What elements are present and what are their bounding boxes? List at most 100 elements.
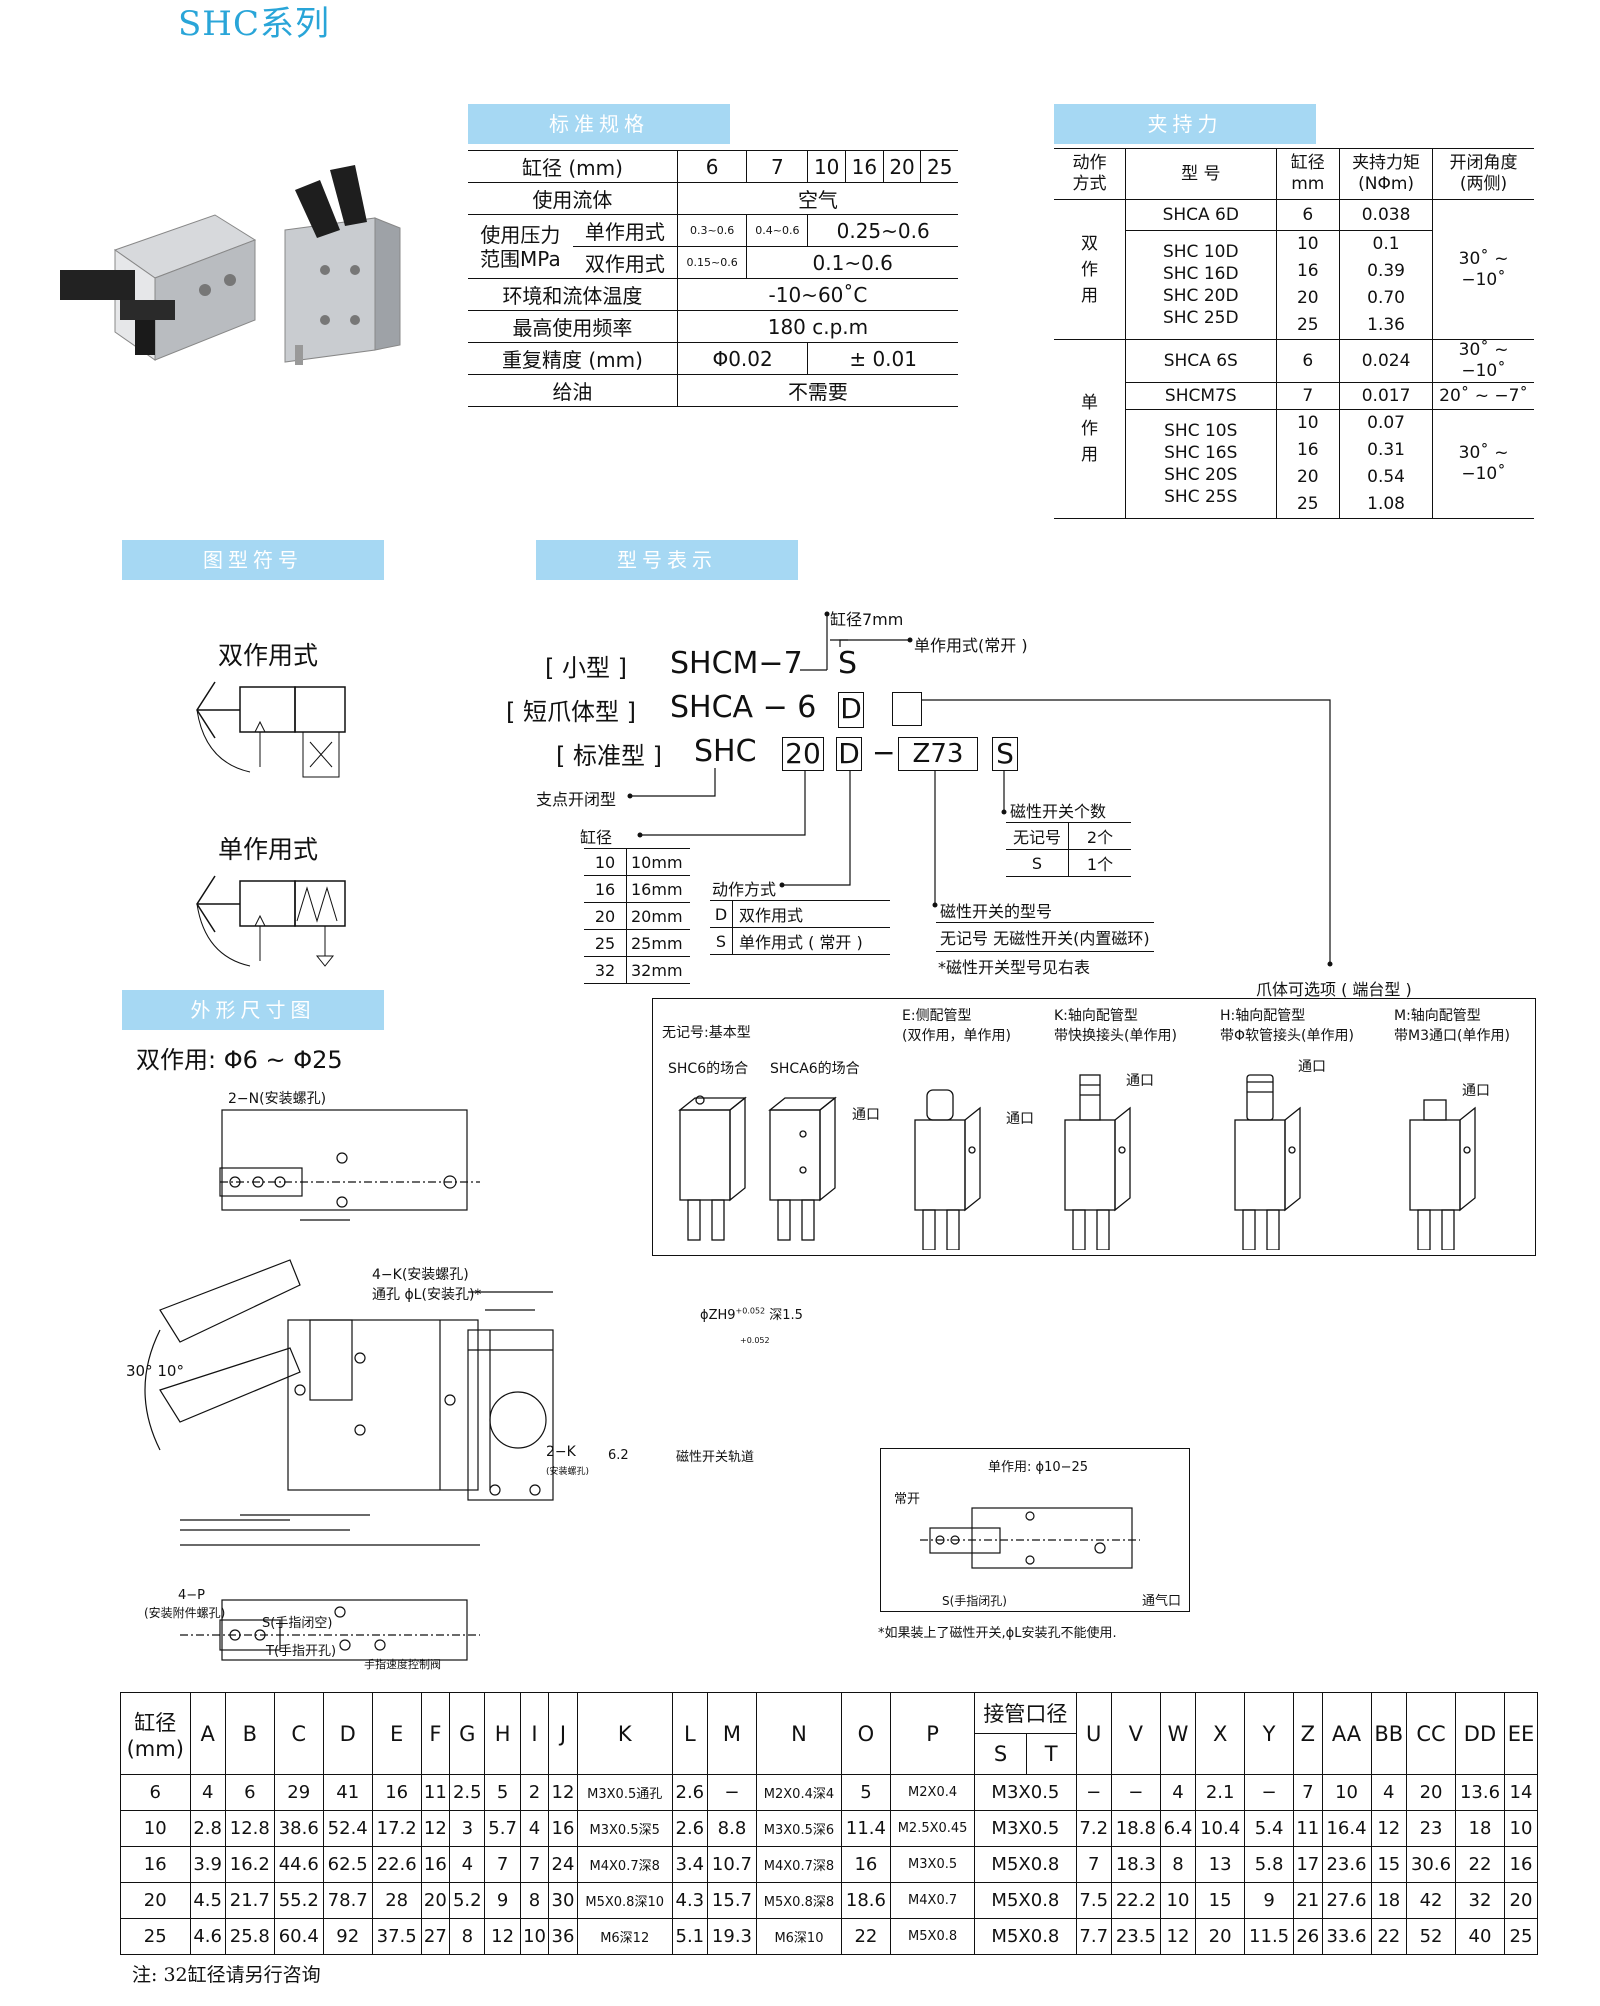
table-cell: 20	[1503, 1882, 1539, 1919]
table-cell: 12	[420, 1810, 451, 1847]
table-cell: 17.2	[371, 1810, 422, 1847]
table-cell: M5X0.8深8	[755, 1882, 842, 1919]
table-cell: 5.4	[1244, 1810, 1295, 1847]
table-cell: 21.7	[224, 1882, 275, 1919]
action-label: 动作方式	[712, 880, 777, 899]
dim-header-cell: P	[889, 1692, 976, 1775]
table-cell: 7	[1293, 1774, 1323, 1811]
table-cell: 26	[1293, 1918, 1323, 1955]
table-cell: 4	[1370, 1774, 1408, 1811]
opt-port-5: 通口	[1462, 1083, 1490, 1099]
table-cell: 25	[1503, 1918, 1539, 1955]
table-cell: 12	[1370, 1810, 1408, 1847]
dim-header-cell: CC	[1406, 1692, 1456, 1775]
table-cell: 22	[1370, 1918, 1408, 1955]
table-cell: 60.4	[273, 1918, 324, 1955]
table-cell: 33.6	[1321, 1918, 1372, 1955]
table-cell: M3X0.5通孔	[576, 1774, 673, 1811]
drawing-subtitle: 双作用: Φ6 ~ Φ25	[136, 1046, 343, 1074]
s-closed: S(手指闭孔)	[942, 1594, 1007, 1608]
short-box-empty	[892, 692, 922, 726]
dim-header-cell: N	[755, 1692, 842, 1775]
table-cell: M2.5X0.45	[889, 1810, 976, 1847]
table-cell: 37.5	[371, 1918, 422, 1955]
single-acting-box	[880, 1448, 1190, 1612]
table-cell: 11.5	[1244, 1918, 1295, 1955]
table-cell: 9	[484, 1882, 521, 1919]
table-cell: 2	[519, 1774, 550, 1811]
outline-drawings	[144, 1109, 554, 1661]
dim-header-cell: U	[1075, 1692, 1112, 1775]
table-cell: 52	[1406, 1918, 1456, 1955]
banner-model: 型号表示	[536, 540, 798, 580]
table-cell: 5.8	[1244, 1846, 1295, 1883]
table-cell: 19.3	[706, 1918, 757, 1955]
table-cell: 16	[420, 1846, 451, 1883]
table-cell: 10	[1159, 1882, 1197, 1919]
table-cell: 44.6	[273, 1846, 324, 1883]
dim-header-cell: T	[1025, 1733, 1077, 1775]
single-acting-drawing	[920, 1507, 1140, 1569]
table-cell: M3X0.5深5	[576, 1810, 673, 1847]
table-cell: 11	[1293, 1810, 1323, 1847]
dim-header-cell: G	[449, 1692, 486, 1775]
banner-grip: 夹持力	[1054, 104, 1316, 144]
table-cell: M2X0.4深4	[755, 1774, 842, 1811]
opt-port-2: 通口	[1006, 1111, 1034, 1127]
single-acting-symbol	[196, 875, 346, 967]
dim-header-cell: M	[706, 1692, 757, 1775]
short-label: [ 短爪体型 ]	[506, 698, 636, 726]
table-cell: 12	[1159, 1918, 1197, 1955]
table-cell: 7	[484, 1846, 521, 1883]
opt-shca6: SHCA6的场合	[770, 1061, 860, 1077]
banner-symbol: 图型符号	[122, 540, 384, 580]
table-cell: 12.8	[224, 1810, 275, 1847]
table-cell: 4	[189, 1774, 226, 1811]
table-cell: 5.1	[671, 1918, 708, 1955]
table-cell: 11.4	[840, 1810, 891, 1847]
table-cell: 18	[1370, 1882, 1408, 1919]
table-cell: 10.7	[706, 1846, 757, 1883]
spec-bore-label: 缸径 (mm)	[468, 150, 678, 183]
table-cell: 16.4	[1321, 1810, 1372, 1847]
table-cell: 4.5	[189, 1882, 226, 1919]
dim-header-cell: Y	[1244, 1692, 1295, 1775]
speed-note: 手指速度控制阀	[364, 1658, 441, 1671]
table-cell: M2X0.4	[889, 1774, 976, 1811]
table-cell: 5	[840, 1774, 891, 1811]
std-label: [ 标准型 ]	[556, 742, 662, 770]
table-cell: 13.6	[1455, 1774, 1505, 1811]
dim-header-cell: 接管口径	[974, 1692, 1077, 1734]
table-cell: 30.6	[1406, 1846, 1456, 1883]
dim-header-cell: K	[576, 1692, 673, 1775]
jaw-options-label: 爪体可选项 ( 端台型 )	[1256, 980, 1412, 999]
table-cell: M3X0.5	[889, 1846, 976, 1883]
p4: 4−P	[178, 1588, 206, 1603]
table-cell: −	[706, 1774, 757, 1811]
table-cell: 10	[1321, 1774, 1372, 1811]
table-cell: 17	[1293, 1846, 1323, 1883]
double-acting-symbol	[196, 681, 346, 778]
table-cell: 2.6	[671, 1774, 708, 1811]
table-cell: 13	[1195, 1846, 1246, 1883]
table-cell: 27.6	[1321, 1882, 1372, 1919]
std-code: SHC	[694, 734, 757, 769]
dim-header-cell: O	[840, 1692, 891, 1775]
dim-header-cell: E	[371, 1692, 422, 1775]
table-cell: 5.7	[484, 1810, 521, 1847]
table-cell: 10	[519, 1918, 550, 1955]
gripper-options-drawings	[678, 1074, 1476, 1250]
table-cell: 2.6	[671, 1810, 708, 1847]
table-cell: 22.6	[371, 1846, 422, 1883]
opt-m: M:轴向配管型带M3通口(单作用)	[1394, 1008, 1510, 1044]
table-cell: 8	[519, 1882, 550, 1919]
table-cell: 40	[1455, 1918, 1505, 1955]
symbol-single-label: 单作用式	[218, 835, 319, 864]
table-cell: M5X0.8	[889, 1918, 976, 1955]
